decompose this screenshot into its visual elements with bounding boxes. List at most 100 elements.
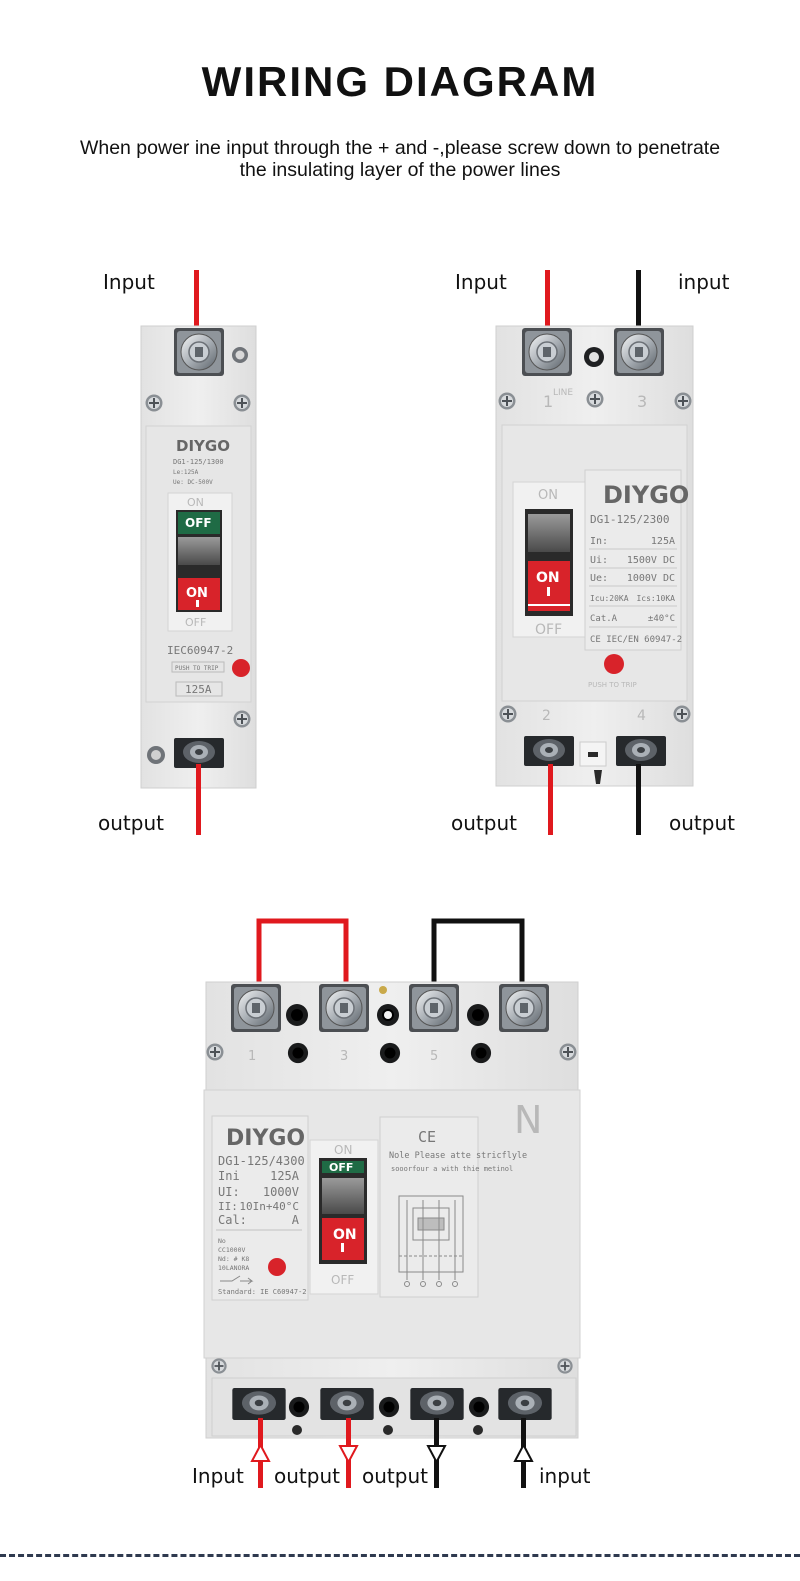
- cert-text: IEC60947-2: [167, 644, 233, 657]
- hole-icon: [467, 1004, 489, 1026]
- label-output-1p: output: [98, 811, 164, 835]
- circuit-schematic-icon: [398, 1195, 464, 1287]
- trip-button[interactable]: [604, 654, 624, 674]
- spec-value: A: [292, 1213, 300, 1227]
- instruction-line-2: the insulating layer of the power lines: [239, 159, 561, 181]
- switch-off-label: OFF: [331, 1273, 354, 1287]
- spec-key: In:: [590, 536, 608, 547]
- model-text: DG1-125/1300: [173, 458, 224, 466]
- label-output-2-4p: output: [362, 1464, 428, 1488]
- terminal-3-label: 3: [637, 392, 647, 411]
- spec-label-panel: [584, 469, 682, 651]
- instruction-text: When power ine input through the + and -…: [40, 137, 760, 181]
- note-line-1: Nole Please atte stricflyle: [389, 1151, 527, 1161]
- spec-value: 10In+40°C: [239, 1200, 299, 1213]
- switch-on-label: ON: [538, 488, 558, 503]
- spec-value: 1000V DC: [627, 573, 675, 584]
- model-text: DG1-125/4300: [218, 1154, 305, 1168]
- bottom-terminal-icon: [174, 738, 224, 768]
- bottom-divider: [0, 1554, 800, 1557]
- spec-key: Ui:: [590, 555, 608, 566]
- screw-terminal-icon: [498, 984, 550, 1032]
- small-screw-icon: [556, 1357, 574, 1375]
- arrow-down-icon: [426, 1445, 447, 1465]
- label-input-left-2p: Input: [455, 270, 507, 294]
- wire-positive-bridge: [256, 918, 349, 985]
- spec-value: 125A: [651, 536, 675, 547]
- spec-key: Cal:: [218, 1213, 247, 1227]
- brand-logo: DIYGO: [603, 481, 689, 509]
- trip-button[interactable]: [232, 659, 250, 677]
- small-screw-icon: [144, 393, 164, 413]
- spec-key: Cat.A: [590, 614, 618, 624]
- bottom-terminal-icon: [524, 736, 574, 766]
- label-output-right-2p: output: [669, 811, 735, 835]
- label-input-right-4p: input: [539, 1464, 591, 1488]
- terminal-2-label: 2: [542, 708, 551, 724]
- trip-button[interactable]: [268, 1258, 286, 1276]
- spec-key: II:: [218, 1200, 238, 1213]
- switch-off-text: OFF: [185, 516, 212, 530]
- hole-icon: [470, 1042, 492, 1064]
- ce-mark: CE: [418, 1128, 436, 1146]
- small-screw-icon: [558, 1042, 578, 1062]
- small-screw-icon: [205, 1042, 225, 1062]
- spec-ue: Ue: DC-500V: [173, 479, 213, 486]
- screw-terminal-icon: [521, 328, 573, 376]
- terminal-4-label: 4: [637, 708, 646, 724]
- brand-logo: DIYGO: [176, 437, 230, 455]
- note-label-panel: [379, 1116, 479, 1298]
- spec-in: Le:125A: [173, 469, 199, 476]
- bottom-terminal-icon: [410, 1388, 464, 1420]
- bottom-terminal-icon: [616, 736, 666, 766]
- small-spec-line: CC1000V: [218, 1246, 245, 1254]
- hole-icon: [287, 1042, 309, 1064]
- small-spec-line: No: [218, 1237, 226, 1245]
- screw-terminal-icon: [230, 984, 282, 1032]
- switch-off-label: OFF: [185, 616, 206, 629]
- spec-value: 125A: [270, 1169, 300, 1183]
- hole-icon: [468, 1396, 490, 1418]
- bottom-terminal-icon: [498, 1388, 552, 1420]
- small-spec-line: Nd: # K8: [218, 1255, 249, 1263]
- breaker-2p: Input input 1 LINE 3 ON ON OFF DIYGO DG1…: [451, 270, 735, 835]
- small-screw-icon: [210, 1357, 228, 1375]
- wire-positive-in-2p: [545, 270, 550, 332]
- switch-on-text: ON: [333, 1227, 357, 1243]
- terminal-1-label: 1: [248, 1049, 256, 1064]
- spec-key: UI:: [218, 1185, 240, 1199]
- toggle-knob: [322, 1178, 364, 1214]
- switch-on-text: ON: [186, 586, 208, 601]
- small-screw-icon: [498, 704, 518, 724]
- arrow-up-icon: [250, 1442, 271, 1462]
- switch-off-label: OFF: [535, 622, 562, 638]
- terminal-5-label: 5: [430, 1049, 438, 1064]
- hole-icon: [379, 1042, 401, 1064]
- rating-text: 125A: [185, 683, 212, 696]
- small-spec-line: 10LANORA: [218, 1264, 249, 1272]
- wire-positive-out-2p: [548, 764, 553, 835]
- label-input-1p: Input: [103, 270, 155, 294]
- toggle-knob: [178, 537, 220, 565]
- spec-key: Ue:: [590, 573, 608, 584]
- neutral-mark: N: [514, 1098, 542, 1142]
- bottom-terminal-icon: [232, 1388, 286, 1420]
- small-screw-icon: [497, 391, 517, 411]
- wire-positive-in-1p: [194, 270, 199, 332]
- label-output-1-4p: output: [274, 1464, 340, 1488]
- small-spec-lines: No CC1000V Nd: # K8 10LANORA: [218, 1237, 249, 1272]
- screw-terminal-icon: [613, 328, 665, 376]
- small-screw-icon: [232, 709, 252, 729]
- screw-terminal-icon: [318, 984, 370, 1032]
- small-screw-icon: [672, 704, 692, 724]
- spec-value: 1500V DC: [627, 555, 675, 566]
- wire-negative-in-2p: [636, 270, 641, 332]
- spec-value: Ics:10KA: [636, 594, 675, 603]
- spec-label-panel: [211, 1115, 309, 1301]
- wire-negative-out-2p: [636, 764, 641, 835]
- label-input-right-2p: input: [678, 270, 730, 294]
- arrow-up-icon: [513, 1442, 534, 1462]
- push-to-trip-label: PUSH TO TRIP: [588, 681, 637, 689]
- small-screw-icon: [585, 389, 605, 409]
